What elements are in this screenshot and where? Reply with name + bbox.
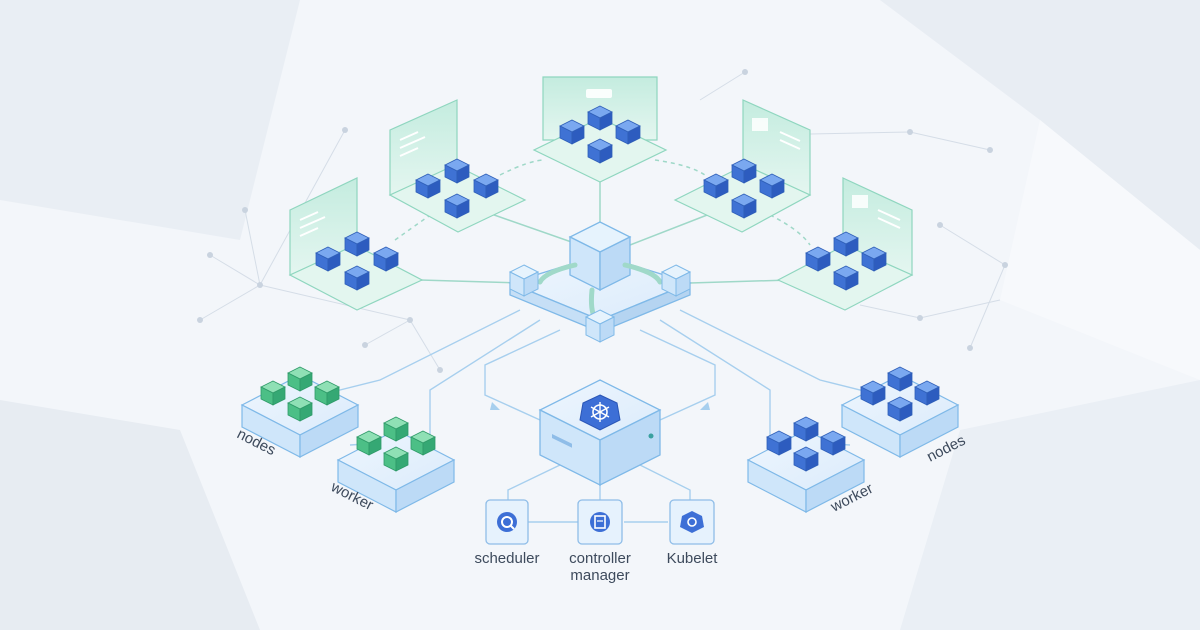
right-node-lower xyxy=(746,416,866,513)
panel-card xyxy=(852,195,868,208)
right-node-upper xyxy=(840,366,960,458)
controller-label-line2: manager xyxy=(570,567,629,584)
panel-card xyxy=(752,118,768,131)
left-node-upper xyxy=(240,366,360,458)
hub-cube xyxy=(568,221,632,292)
panel-top-left xyxy=(388,99,527,233)
flow-arrows xyxy=(490,402,710,410)
controller-label-line1: controller xyxy=(569,550,631,567)
controller-manager-component[interactable]: controller manager xyxy=(569,499,631,584)
panel-top-center xyxy=(532,76,668,183)
central-hub xyxy=(508,221,692,343)
kubernetes-helm-icon xyxy=(579,394,621,431)
panel-mid-left xyxy=(288,177,424,311)
gear-search-icon xyxy=(497,512,517,532)
panel-card xyxy=(586,89,612,98)
kubelet-icon xyxy=(680,511,704,533)
panel-top-right xyxy=(673,99,812,233)
controller-manager-icon xyxy=(590,512,610,532)
scheduler-label: scheduler xyxy=(474,550,539,567)
panel-mid-right xyxy=(776,177,914,311)
network-nodes xyxy=(197,69,1008,373)
hub-small-cube-bottom xyxy=(584,309,616,343)
hub-small-cube-right xyxy=(660,264,692,297)
scheduler-component[interactable]: scheduler xyxy=(474,499,540,567)
left-node-lower xyxy=(336,416,456,513)
kubelet-component[interactable]: Kubelet xyxy=(667,499,719,567)
control-plane-box xyxy=(538,379,662,487)
hub-small-cube-left xyxy=(508,264,540,297)
kubelet-label: Kubelet xyxy=(667,550,719,567)
